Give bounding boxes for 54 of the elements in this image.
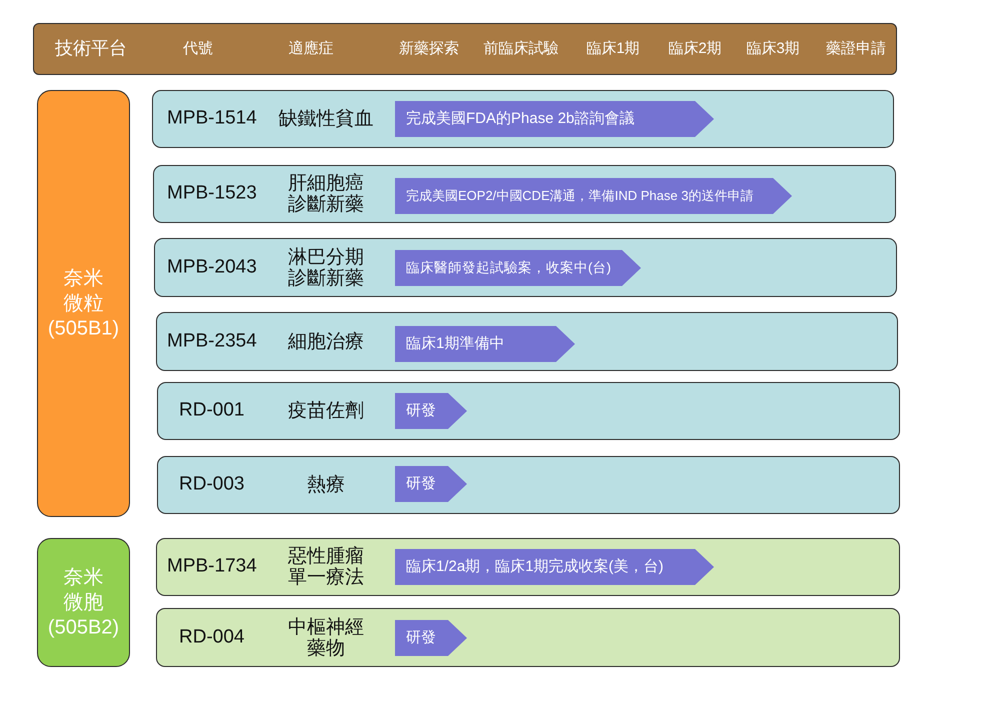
- product-code: MPB-1734: [167, 556, 257, 578]
- platform-box: [37, 90, 130, 517]
- status-text: 臨床1/2a期，臨床1期完成收案(美，台): [406, 558, 664, 576]
- pipeline-row: [157, 382, 900, 440]
- indication-text: 疫苗佐劑: [288, 400, 364, 422]
- status-text: 研發: [406, 402, 436, 420]
- column-heading: 新藥探索: [399, 40, 459, 58]
- column-heading: 臨床1期: [586, 40, 640, 58]
- product-code: RD-003: [179, 474, 244, 496]
- column-heading: 技術平台: [55, 38, 127, 60]
- status-text: 臨床醫師發起試驗案，收案中(台): [406, 260, 611, 276]
- progress-banner: [395, 101, 714, 137]
- indication-text: 熱療: [307, 474, 345, 496]
- pipeline-row: [156, 608, 900, 667]
- pipeline-row: [156, 312, 898, 371]
- product-code: RD-001: [179, 400, 244, 422]
- product-code: MPB-1523: [167, 182, 257, 206]
- header-bar: [33, 23, 897, 75]
- pipeline-row: [152, 90, 894, 148]
- product-code: RD-004: [179, 626, 244, 649]
- platform-label: 奈米微粒(505B1): [48, 266, 120, 341]
- pipeline-row: [153, 165, 896, 223]
- progress-banner: [395, 466, 467, 502]
- progress-banner: [395, 326, 575, 362]
- column-heading: 藥證申請: [826, 40, 886, 58]
- product-code: MPB-1514: [167, 108, 257, 130]
- indication-text: 淋巴分期診斷新藥: [288, 246, 364, 288]
- progress-banner: [395, 620, 467, 656]
- product-code: MPB-2043: [167, 256, 257, 279]
- indication-text: 肝細胞癌診斷新藥: [288, 173, 364, 215]
- column-heading: 代號: [183, 40, 213, 58]
- indication-text: 惡性腫瘤單一療法: [288, 546, 364, 588]
- column-heading: 臨床2期: [668, 40, 722, 58]
- indication-text: 細胞治療: [288, 331, 364, 352]
- progress-banner: [395, 178, 792, 214]
- status-text: 臨床1期準備中: [406, 335, 504, 353]
- column-heading: 臨床3期: [746, 40, 800, 58]
- status-text: 完成美國EOP2/中國CDE溝通，準備IND Phase 3的送件申請: [406, 188, 754, 204]
- pipeline-row: [156, 538, 900, 596]
- progress-banner: [395, 393, 467, 429]
- indication-text: 中樞神經藥物: [288, 616, 364, 658]
- product-code: MPB-2354: [167, 330, 257, 353]
- progress-banner: [395, 549, 714, 585]
- status-text: 完成美國FDA的Phase 2b諮詢會議: [406, 110, 634, 128]
- pipeline-row: [154, 238, 897, 297]
- status-text: 研發: [406, 629, 436, 647]
- column-heading: 前臨床試驗: [484, 40, 558, 58]
- pipeline-row: [157, 456, 900, 514]
- status-text: 研發: [406, 475, 436, 493]
- progress-banner: [395, 250, 641, 286]
- column-heading: 適應症: [288, 40, 334, 58]
- platform-label: 奈米微胞(505B2): [48, 565, 120, 640]
- indication-text: 缺鐵性貧血: [278, 108, 374, 130]
- platform-box: [37, 538, 130, 667]
